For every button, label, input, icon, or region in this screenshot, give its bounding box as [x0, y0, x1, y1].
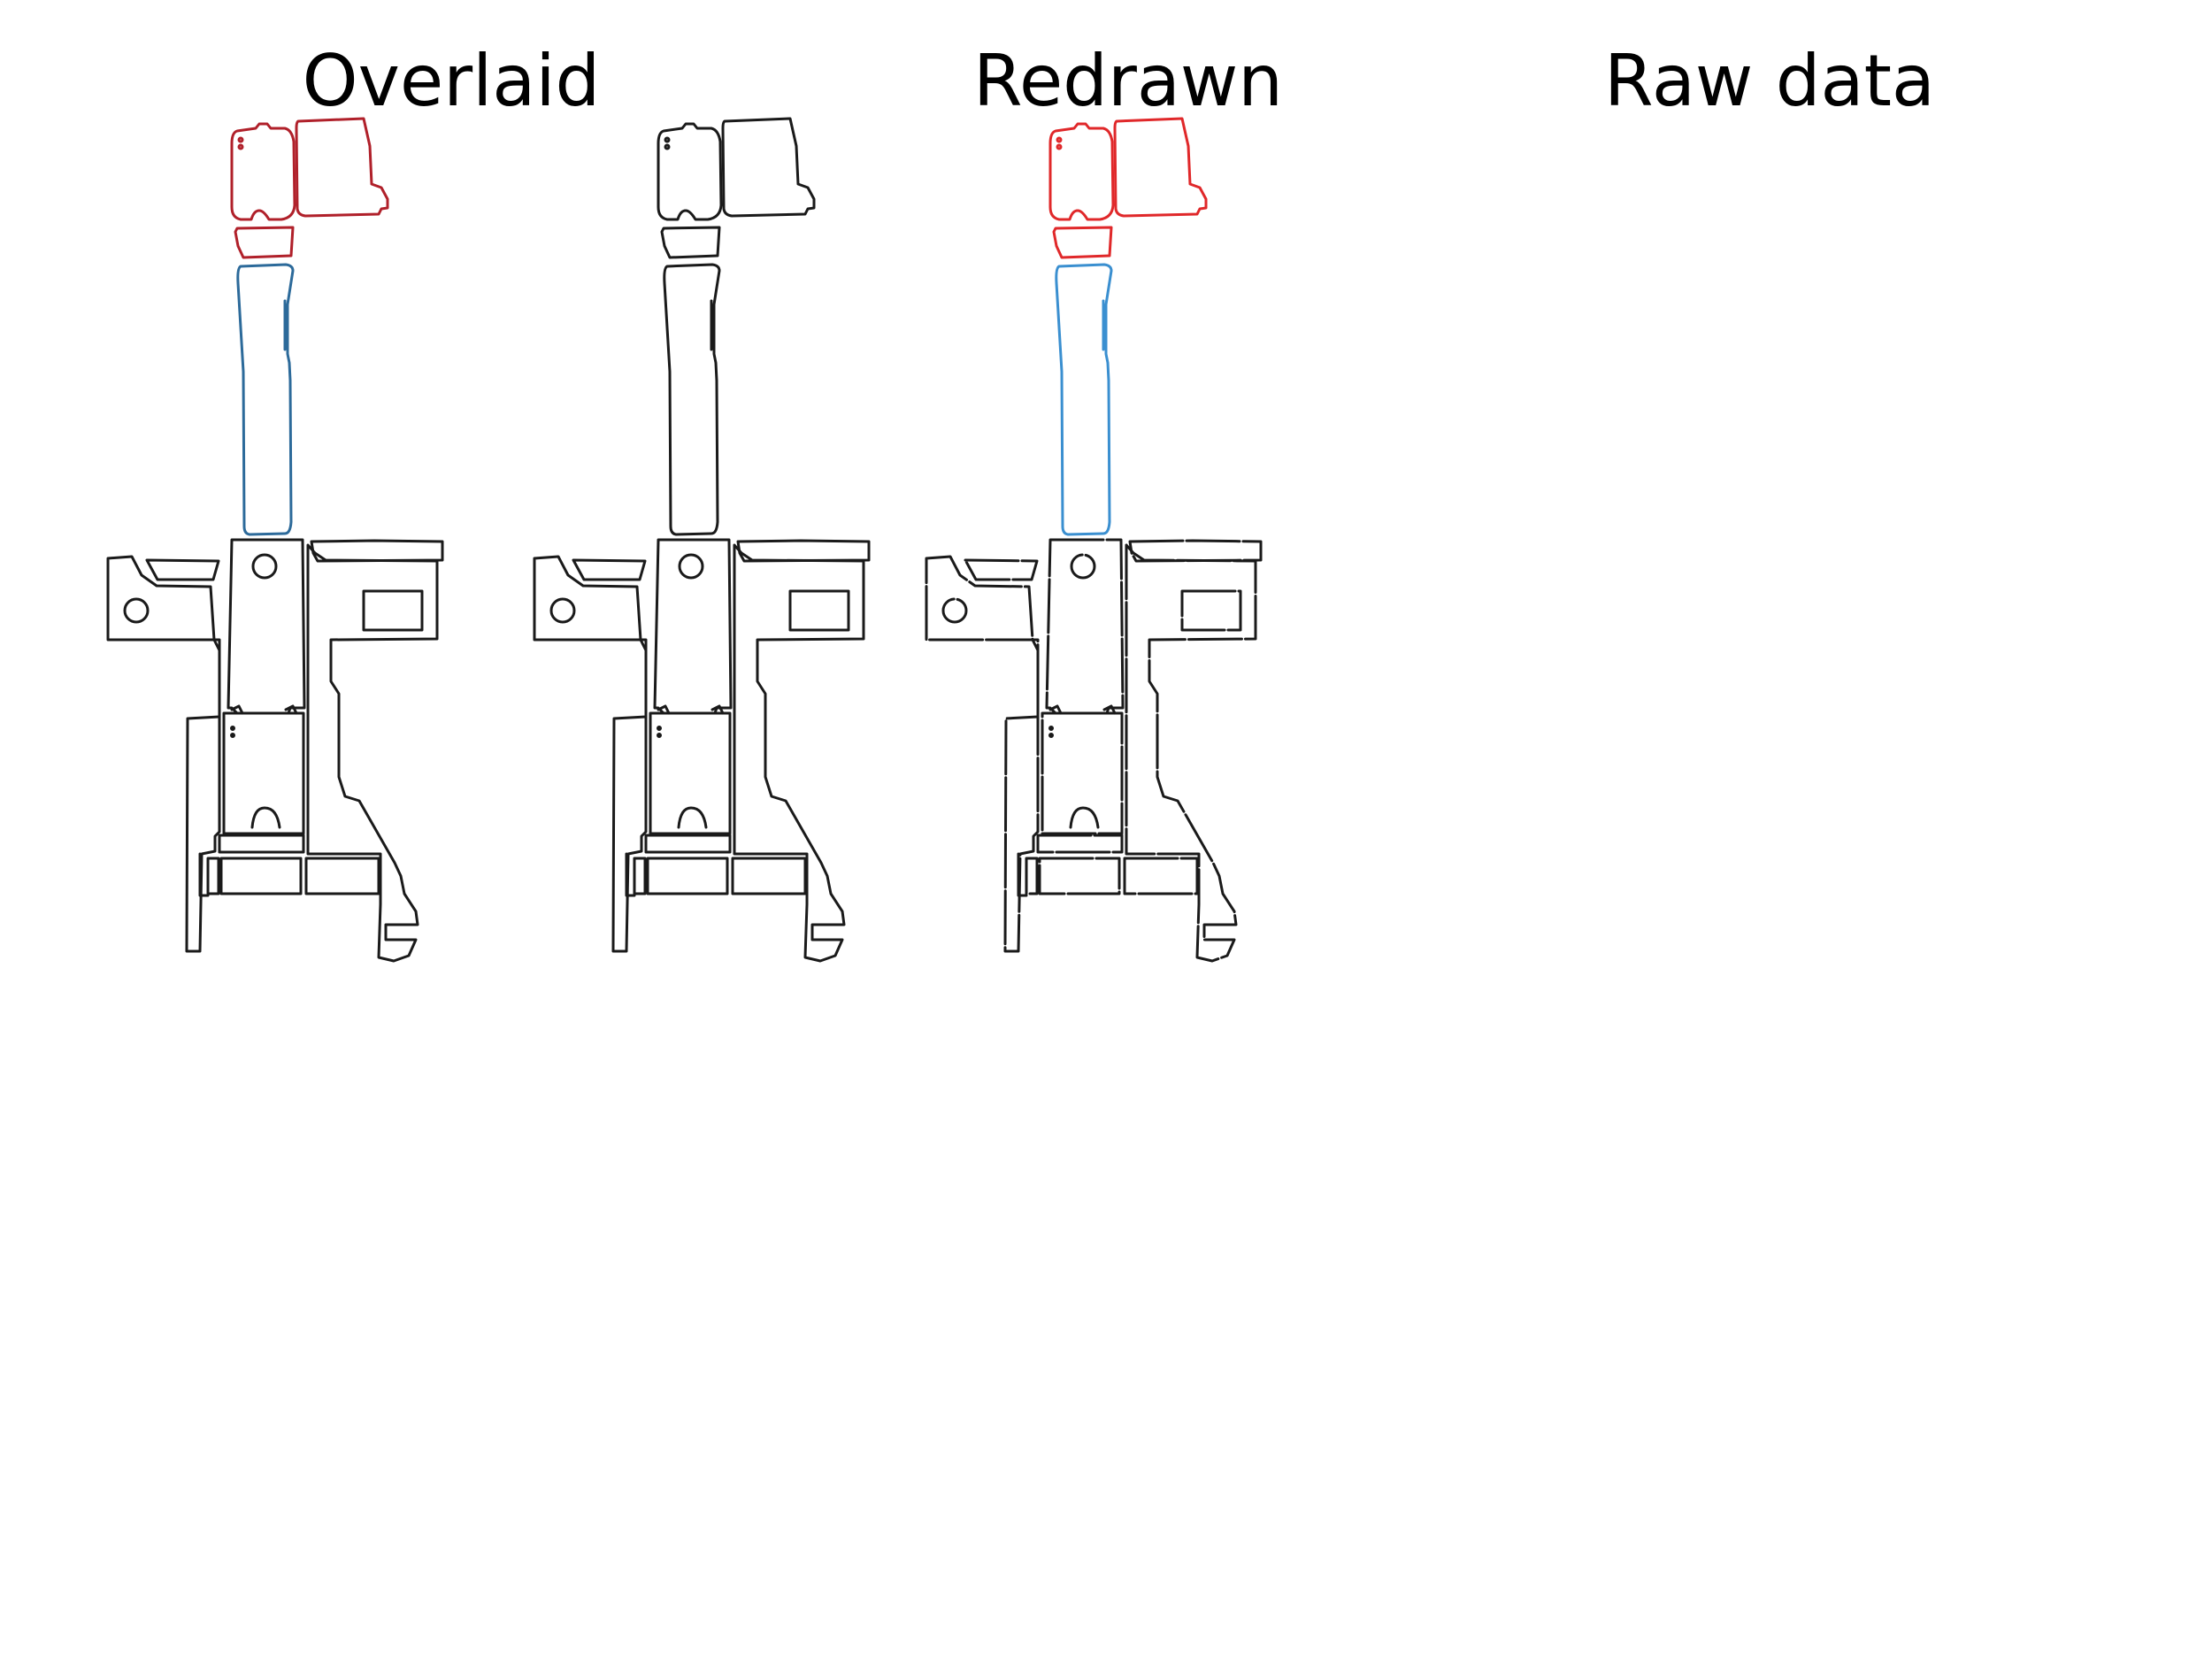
- overlaid-top-parts: [230, 117, 389, 259]
- redrawn-base: [533, 538, 871, 963]
- panel-raw-data: [925, 117, 1263, 963]
- panel-overlaid: [106, 117, 444, 963]
- raw-top-parts: [1048, 117, 1208, 259]
- title-redrawn: Redrawn: [972, 40, 1284, 122]
- panel-redrawn: [533, 117, 871, 963]
- raw-column: [1055, 263, 1113, 536]
- redrawn-column: [663, 263, 721, 536]
- overlaid-base: [106, 538, 444, 963]
- redrawn-top-parts: [657, 117, 816, 259]
- overlaid-column: [236, 263, 295, 536]
- title-raw-data: Raw data: [1604, 40, 1935, 122]
- raw-base: [925, 538, 1263, 963]
- title-overlaid: Overlaid: [302, 40, 601, 122]
